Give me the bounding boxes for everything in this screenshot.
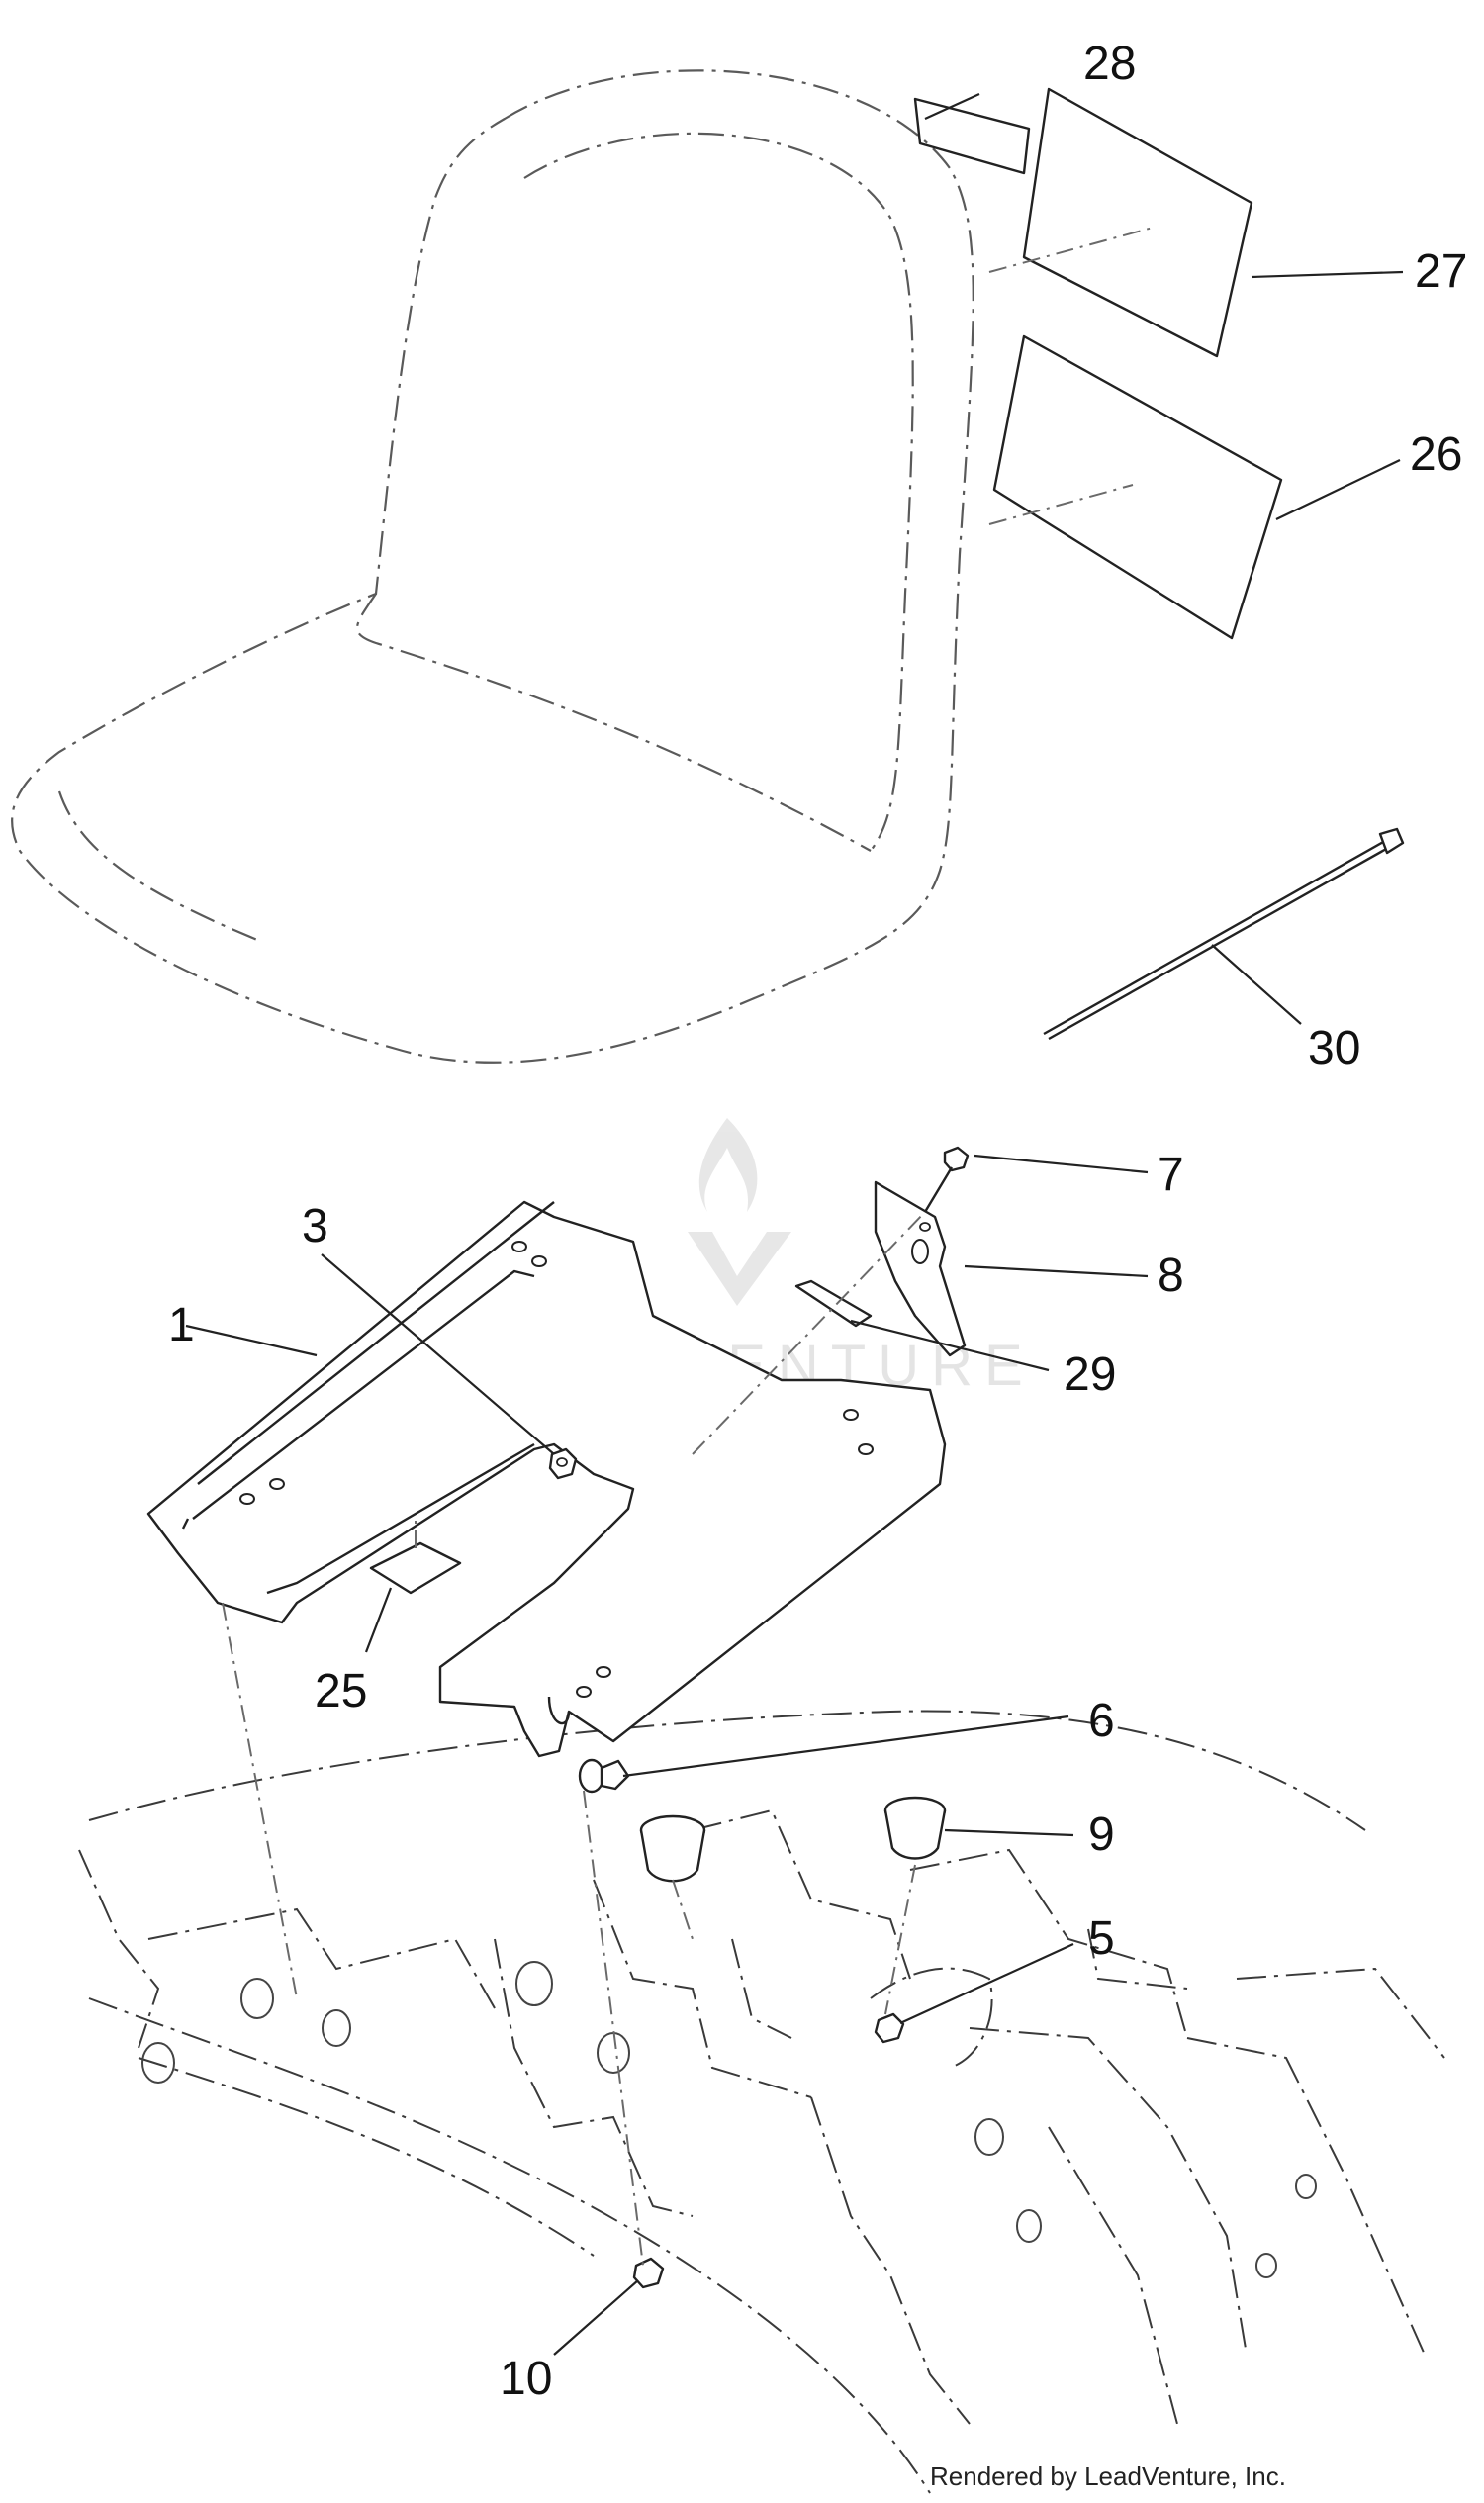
bolt-6 xyxy=(578,1758,630,1794)
decal-27 xyxy=(988,87,1253,358)
callout-5: 5 xyxy=(1088,1912,1115,1965)
nut-3 xyxy=(548,1447,578,1480)
callout-1: 1 xyxy=(168,1299,195,1351)
callout-8: 8 xyxy=(1158,1250,1184,1302)
assembly-lines xyxy=(222,1211,926,2267)
callout-6: 6 xyxy=(1088,1695,1115,1747)
bumper-9-right xyxy=(883,1796,947,1860)
callout-29: 29 xyxy=(1064,1348,1116,1401)
bumper-9-left xyxy=(639,1814,706,1883)
callout-10: 10 xyxy=(500,2353,552,2405)
nut-5 xyxy=(874,2012,905,2044)
callout-3: 3 xyxy=(302,1200,328,1252)
callout-7: 7 xyxy=(1158,1149,1184,1201)
decal-28 xyxy=(913,97,1031,175)
decal-25 xyxy=(369,1519,462,1595)
callout-27: 27 xyxy=(1415,245,1467,298)
callout-26: 26 xyxy=(1410,428,1462,481)
leader-lines xyxy=(185,92,1404,2356)
callout-25: 25 xyxy=(315,1665,367,1717)
nut-10 xyxy=(632,2257,665,2289)
seat-outline xyxy=(11,69,974,1064)
render-credit: Rendered by LeadVenture, Inc. xyxy=(930,2461,1286,2491)
callout-30: 30 xyxy=(1308,1022,1360,1074)
callout-28: 28 xyxy=(1083,38,1136,90)
cable-tie-30 xyxy=(1043,827,1405,1041)
chassis-holes xyxy=(141,1961,1317,2278)
callout-9: 9 xyxy=(1088,1808,1115,1861)
seat-plate-1 xyxy=(146,1200,947,1758)
decal-26 xyxy=(988,334,1283,640)
callouts: 28 27 26 30 7 8 29 1 3 25 6 9 5 10 xyxy=(168,38,1467,2405)
bolt-7 xyxy=(923,1146,970,1213)
spacer-29 xyxy=(794,1279,873,1328)
bracket-8 xyxy=(874,1180,967,1357)
chassis-frame xyxy=(78,1710,1445,2494)
